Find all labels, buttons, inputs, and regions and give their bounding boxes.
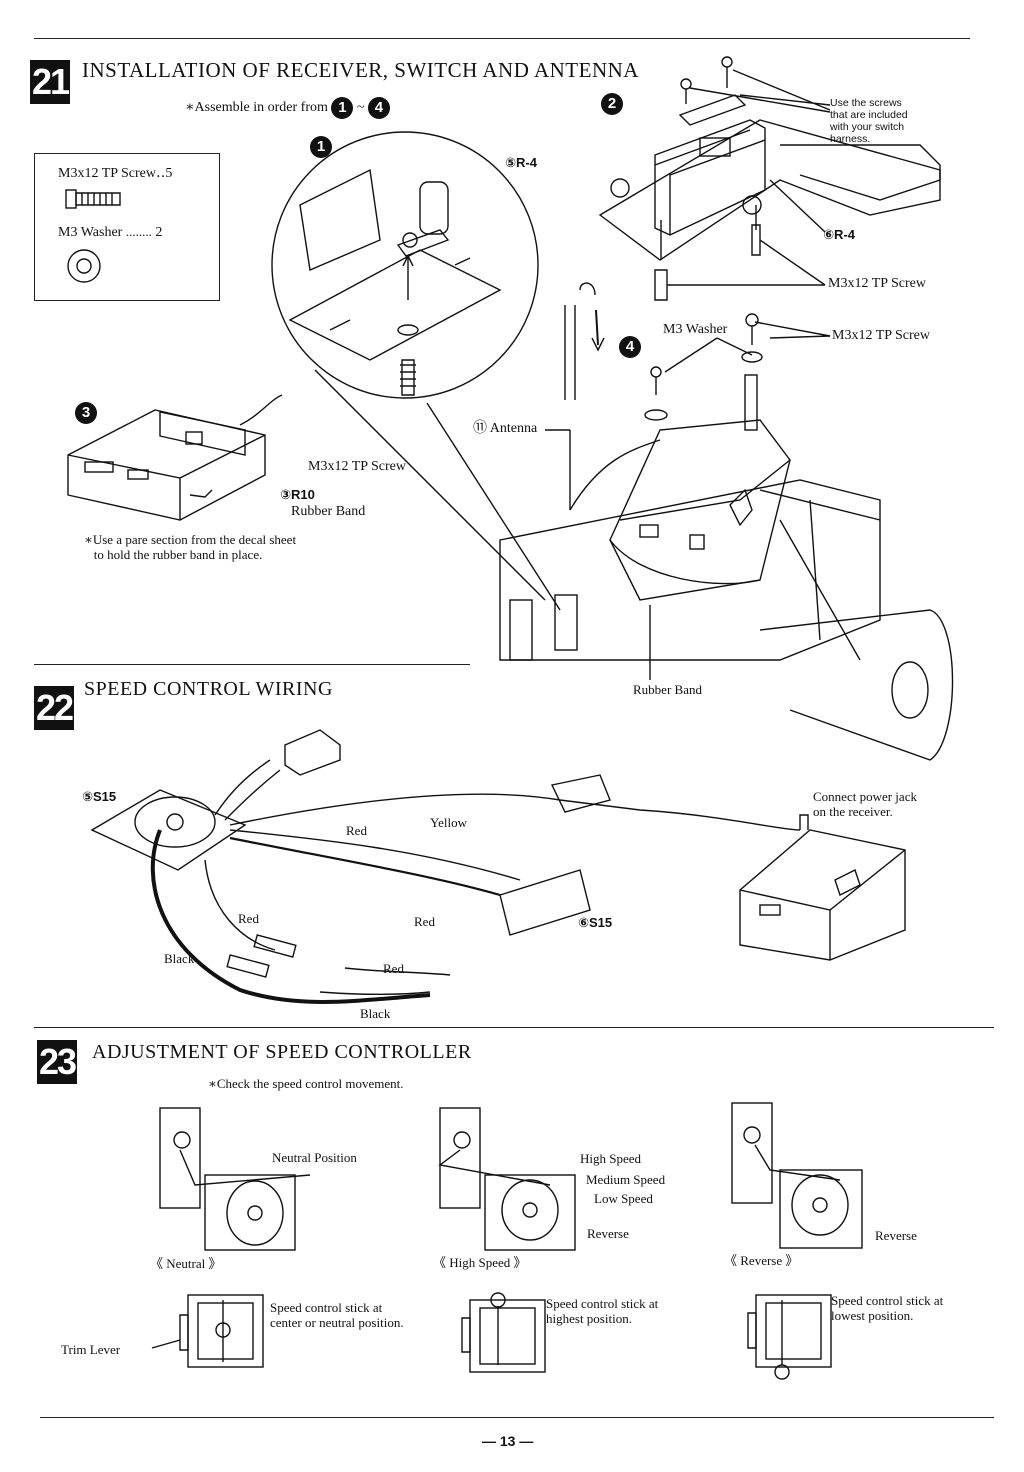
detail-circle-drawing <box>271 131 561 611</box>
wire-black-label-2: Black <box>360 1006 391 1021</box>
antenna-label: ⑪ Antenna <box>473 421 538 436</box>
wire-red-label-1: Red <box>346 823 367 838</box>
parts-screw-name: M3x12 TP Screw‥ <box>58 166 166 181</box>
tp-screw-label-b: M3x12 TP Screw <box>832 328 930 343</box>
wire-red-label-4: Red <box>383 961 404 976</box>
speed-control-wiring-drawing <box>90 729 906 1004</box>
stick-low-note: Speed control stick at lowest position. <box>831 1293 944 1323</box>
stick-center-note: Speed control stick at center or neutral… <box>270 1300 404 1330</box>
step-1-marker: 1 <box>331 97 354 119</box>
section-21-number: 21 <box>30 60 70 104</box>
section-22-title: SPEED CONTROL WIRING <box>84 678 333 700</box>
switch-screws-note: Use the screws that are included with yo… <box>830 97 908 145</box>
section-22-rule <box>34 664 470 665</box>
reverse-label-1: Reverse <box>587 1226 629 1241</box>
step-4-marker: 4 <box>367 97 390 119</box>
medium-speed-label: Medium Speed <box>586 1172 666 1187</box>
step-1-badge: 1 <box>310 136 332 158</box>
r10-part-label: ③R10 <box>280 487 315 502</box>
section-23-number: 23 <box>37 1040 77 1084</box>
rubber-band-label: Rubber Band <box>291 504 366 519</box>
switch-step2-drawing <box>598 56 941 301</box>
assemble-order-text: ∗Assemble in order from <box>185 100 328 116</box>
rubber-band-label-2: Rubber Band <box>633 682 702 697</box>
reverse-label-2: Reverse <box>875 1228 917 1243</box>
parts-washer-label: M3 Washer ........ 2 <box>58 224 162 241</box>
wire-red-label-2: Red <box>238 911 259 926</box>
section-23-title: ADJUSTMENT OF SPEED CONTROLLER <box>92 1041 472 1063</box>
parts-washer-qty: 2 <box>155 225 163 240</box>
section-22-number: 22 <box>34 686 74 730</box>
high-speed-label: High Speed <box>580 1151 642 1166</box>
section-21-title: INSTALLATION OF RECEIVER, SWITCH AND ANT… <box>82 58 639 82</box>
caption-reverse: 《 Reverse 》 <box>724 1253 799 1268</box>
neutral-position-label: Neutral Position <box>272 1150 357 1165</box>
parts-washer-dots: ........ <box>125 224 152 239</box>
trim-lever-label: Trim Lever <box>61 1342 121 1357</box>
assemble-order-note: ∗Assemble in order from 1 ~ 4 <box>185 97 390 119</box>
s15-part-label-b: ⑥S15 <box>578 915 613 930</box>
adjustment-diagrams-drawing <box>151 1102 863 1380</box>
top-rule <box>34 38 970 39</box>
wire-red-label-3: Red <box>414 914 435 929</box>
power-jack-note: Connect power jack on the receiver. <box>813 789 917 819</box>
parts-screw-qty: 5 <box>165 166 173 181</box>
decal-note: ∗Use a pare section from the decal sheet… <box>84 532 297 562</box>
parts-washer-name: M3 Washer <box>58 225 123 240</box>
tp-screw-label-a: M3x12 TP Screw <box>828 276 926 291</box>
wire-yellow-label: Yellow <box>430 815 467 830</box>
parts-box <box>34 153 220 301</box>
receiver-mount-step4-drawing <box>499 282 954 761</box>
assemble-order-tilde: ~ <box>356 100 365 116</box>
tp-screw-label-c: M3x12 TP Screw <box>308 459 406 474</box>
low-speed-label: Low Speed <box>594 1191 653 1206</box>
m3-washer-label: M3 Washer <box>663 322 728 337</box>
r4-part-label: ⑤R-4 <box>505 155 537 170</box>
parts-screw-label: M3x12 TP Screw‥5 <box>58 166 172 182</box>
page-number: — 13 — <box>482 1433 534 1449</box>
receiver-step3-drawing <box>67 394 283 521</box>
check-movement-note: ∗Check the speed control movement. <box>208 1076 404 1091</box>
caption-neutral: 《 Neutral 》 <box>150 1256 222 1271</box>
step-3-badge: 3 <box>75 402 97 424</box>
caption-high-speed: 《 High Speed 》 <box>433 1255 527 1270</box>
step-2-badge: 2 <box>601 93 623 115</box>
parts-screw-washer-drawing <box>65 189 121 283</box>
wire-black-label-1: Black <box>164 951 195 966</box>
r4b-part-label: ⑥R-4 <box>823 227 855 242</box>
s15-part-label-a: ⑤S15 <box>82 789 117 804</box>
stick-high-note: Speed control stick at highest position. <box>546 1296 659 1326</box>
step-4-badge: 4 <box>619 336 641 358</box>
section-23-rule <box>34 1027 994 1028</box>
bottom-rule <box>40 1417 994 1418</box>
